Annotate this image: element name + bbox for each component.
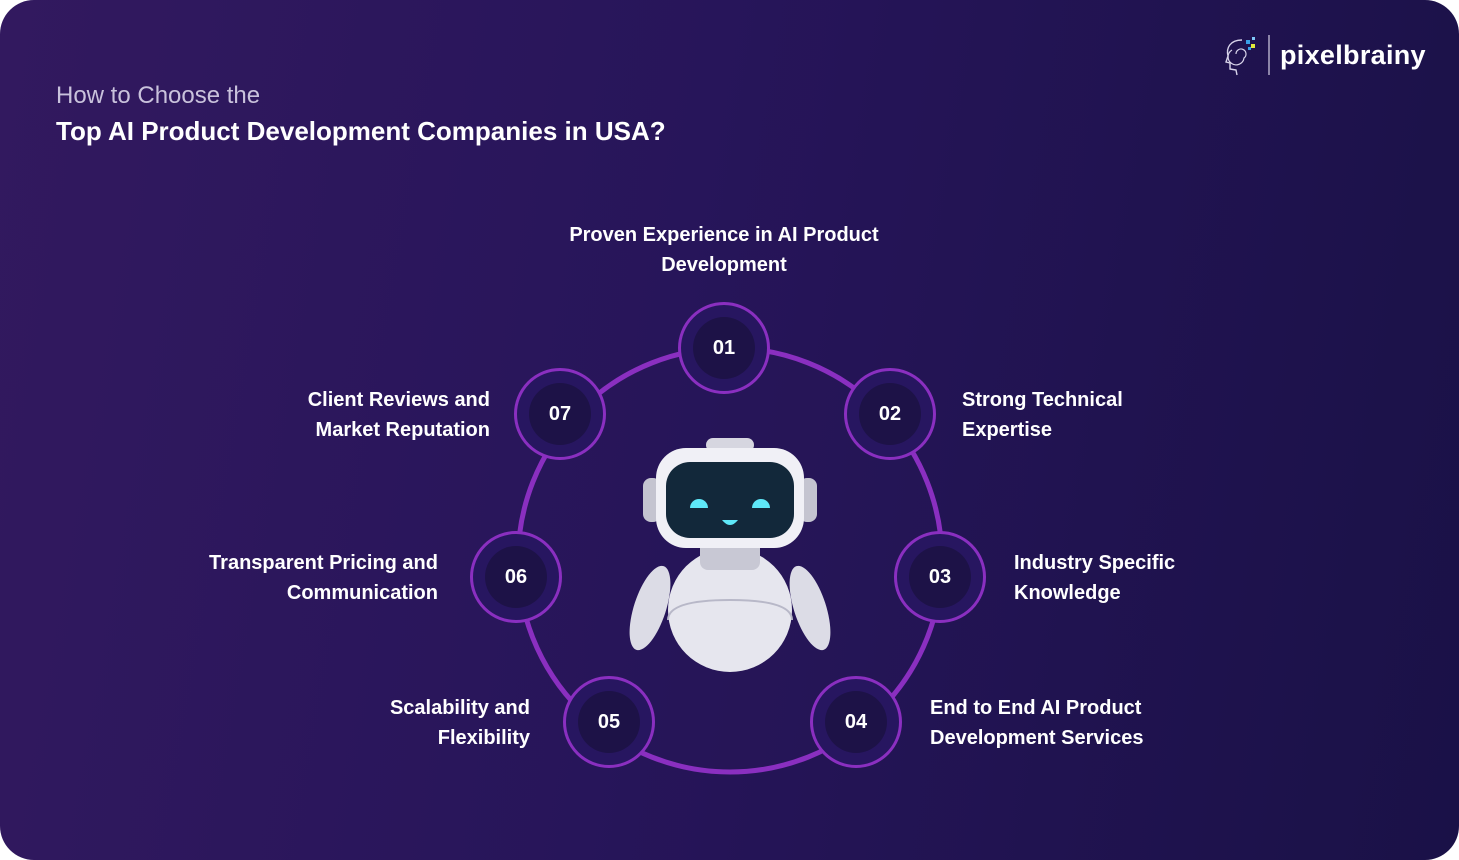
step-node-06: 06 — [470, 531, 562, 623]
step-number: 06 — [485, 546, 547, 608]
logo-divider — [1268, 35, 1270, 75]
step-node-07: 07 — [514, 368, 606, 460]
step-number: 03 — [909, 546, 971, 608]
step-label-04: End to End AI Product Development Servic… — [930, 697, 1144, 749]
step-number: 04 — [825, 691, 887, 753]
step-node-02: 02 — [844, 368, 936, 460]
logo-text: pixelbrainy — [1280, 39, 1426, 70]
step-label-02: Strong Technical Expertise — [962, 389, 1123, 441]
step-number: 07 — [529, 383, 591, 445]
robot-illustration — [629, 438, 831, 672]
step-node-01: 01 — [678, 302, 770, 394]
logo: pixelbrainy — [1222, 34, 1426, 76]
subtitle: How to Choose the — [56, 82, 261, 109]
step-label-03: Industry Specific Knowledge — [1014, 552, 1176, 604]
step-number: 05 — [578, 691, 640, 753]
step-number: 01 — [693, 317, 755, 379]
step-label-01: Proven Experience in AI Product Developm… — [569, 224, 879, 276]
step-label-06: Transparent Pricing and Communication — [209, 552, 438, 604]
step-node-05: 05 — [563, 676, 655, 768]
page-title: Top AI Product Development Companies in … — [56, 116, 666, 146]
brain-head-icon — [1225, 37, 1255, 76]
step-number: 02 — [859, 383, 921, 445]
step-node-04: 04 — [810, 676, 902, 768]
step-label-05: Scalability and Flexibility — [389, 697, 530, 749]
step-node-03: 03 — [894, 531, 986, 623]
step-label-07: Client Reviews and Market Reputation — [307, 389, 490, 441]
